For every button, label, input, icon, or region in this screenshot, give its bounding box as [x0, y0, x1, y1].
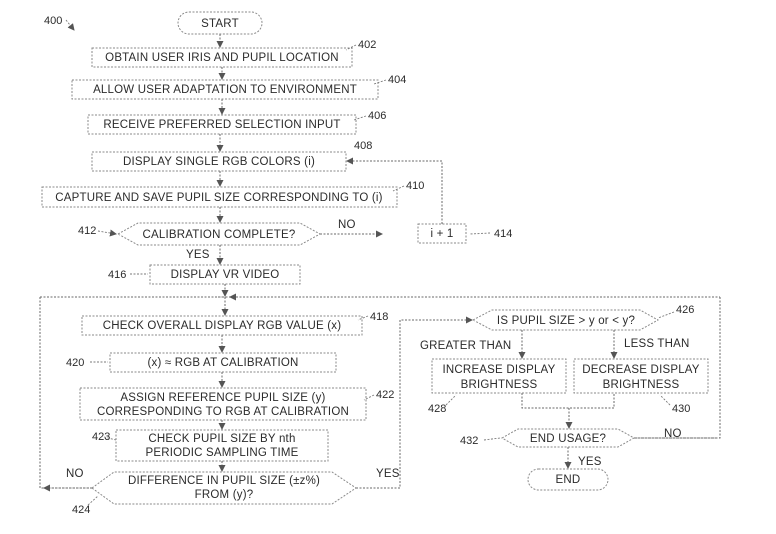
step-428-box: [431, 358, 567, 394]
ref-412: 412: [78, 225, 96, 237]
step-422-label-2: CORRESPONDING TO RGB AT CALIBRATION: [97, 406, 349, 418]
step-404-label: ALLOW USER ADAPTATION TO ENVIRONMENT: [93, 84, 357, 96]
edge-432-no-label: NO: [664, 428, 682, 440]
ref-422: 422: [376, 389, 394, 401]
step-416-box: [149, 264, 301, 285]
ref-404: 404: [388, 74, 406, 86]
ref-418: 418: [370, 311, 388, 323]
ref-420: 420: [66, 357, 84, 369]
step-420-label: (x) ≈ RGB AT CALIBRATION: [147, 357, 298, 369]
ref-406: 406: [368, 110, 386, 122]
ref-412-leader: [97, 229, 117, 237]
step-402-label: OBTAIN USER IRIS AND PUPIL LOCATION: [105, 52, 339, 64]
edge-426-greater-label: GREATER THAN: [420, 340, 511, 352]
figure-label-arrow: [65, 19, 75, 31]
ref-408: 408: [354, 140, 372, 152]
decision-412-label: CALIBRATION COMPLETE?: [143, 229, 296, 241]
step-430-box: [573, 358, 709, 394]
step-406-label: RECEIVE PREFERRED SELECTION INPUT: [103, 119, 340, 131]
ref-406-leader: [353, 115, 367, 121]
ref-430-leader: [659, 394, 671, 406]
step-414-label: i + 1: [430, 228, 453, 240]
step-420-box: [109, 352, 337, 373]
edge-414-408: [346, 157, 443, 224]
ref-418-leader: [357, 315, 369, 321]
ref-428-leader: [445, 394, 457, 406]
ref-432: 432: [460, 435, 478, 447]
decision-432-label: END USAGE?: [530, 433, 606, 445]
ref-428: 428: [428, 403, 446, 415]
step-406-box: [87, 114, 357, 135]
step-430-label-1: DECREASE DISPLAY: [582, 364, 700, 376]
end-terminal: [527, 468, 609, 491]
ref-404-leader: [373, 79, 387, 85]
step-422-label-1: ASSIGN REFERENCE PUPIL SIZE (y): [120, 392, 325, 404]
ref-424: 424: [72, 504, 90, 516]
step-423-box: [115, 429, 329, 462]
step-408-label: DISPLAY SINGLE RGB COLORS (i): [123, 156, 315, 168]
decision-426-shape: [471, 309, 660, 331]
ref-430: 430: [672, 403, 690, 415]
ref-426: 426: [676, 304, 694, 316]
ref-426-leader: [657, 311, 675, 319]
edge-424-yes: [356, 316, 473, 489]
step-423-label-2: PERIODIC SAMPLING TIME: [145, 447, 298, 459]
step-414-box: [417, 223, 467, 244]
step-410-box: [41, 186, 398, 208]
step-423-label-1: CHECK PUPIL SIZE BY nth: [148, 433, 295, 445]
ref-432-leader: [483, 437, 501, 441]
edge-424-yes-label: YES: [376, 468, 400, 480]
step-428-label-1: INCREASE DISPLAY: [443, 364, 556, 376]
loop-left-line: [39, 297, 92, 489]
loop-right-line: [633, 297, 721, 439]
edge-426-less-label: LESS THAN: [624, 338, 690, 350]
decision-424-label-2: FROM (y)?: [195, 489, 254, 501]
merge-428-430: [521, 393, 615, 409]
step-402-box: [91, 47, 353, 68]
edge-412-no-label: NO: [338, 219, 356, 231]
ref-424-leader: [87, 495, 99, 506]
step-410-label: CAPTURE AND SAVE PUPIL SIZE CORRESPONDIN…: [55, 192, 382, 204]
ref-422-leader: [363, 394, 375, 401]
decision-424-label-1: DIFFERENCE IN PUPIL SIZE (±z%): [128, 475, 320, 487]
ref-423: 423: [92, 431, 110, 443]
figure-label: 400: [44, 15, 62, 27]
ref-402: 402: [358, 39, 376, 51]
edge-432-yes-label: YES: [578, 456, 602, 468]
ref-410: 410: [406, 180, 424, 192]
ref-416: 416: [108, 269, 126, 281]
ref-402-leader: [345, 44, 357, 51]
edge-424-no-label: NO: [66, 468, 84, 480]
end-label: END: [556, 474, 581, 486]
ref-414: 414: [494, 228, 512, 240]
edge-412-yes-label: YES: [186, 249, 210, 261]
step-418-label: CHECK OVERALL DISPLAY RGB VALUE (x): [103, 320, 342, 332]
decision-426-label: IS PUPIL SIZE > y or < y?: [497, 315, 635, 327]
start-label: START: [201, 18, 239, 30]
step-404-box: [71, 79, 379, 100]
step-416-label: DISPLAY VR VIDEO: [171, 269, 280, 281]
step-430-label-2: BRIGHTNESS: [603, 379, 680, 391]
ref-414-leader: [469, 232, 491, 235]
step-428-label-2: BRIGHTNESS: [461, 379, 538, 391]
step-422-box: [79, 387, 367, 421]
